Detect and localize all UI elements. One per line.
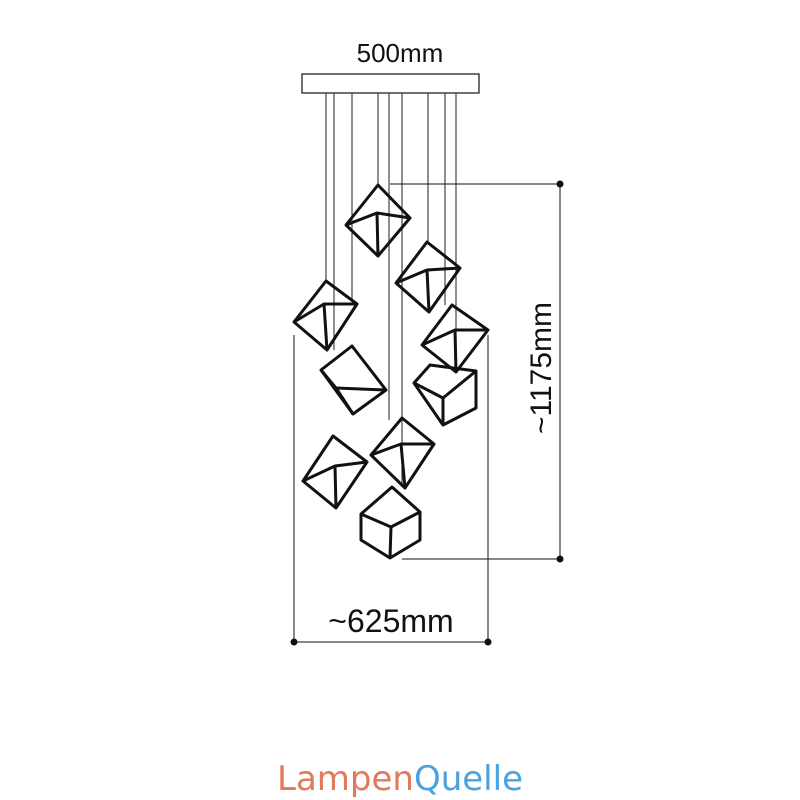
total-width-label: ~625mm <box>328 603 453 639</box>
suspension-wires <box>325 93 457 487</box>
cube-shade <box>394 240 462 314</box>
cube-shade <box>420 303 490 374</box>
height-dimension <box>390 180 564 563</box>
cube-shade <box>412 363 478 427</box>
cube-shade <box>344 183 412 258</box>
brand-logo: LampenQuelle <box>277 759 523 799</box>
canopy <box>301 73 480 94</box>
width-dimension <box>290 335 492 646</box>
total-height-label: ~1175mm <box>525 302 558 434</box>
brand-logo-part2: Quelle <box>414 759 523 799</box>
cube-shade <box>292 279 359 352</box>
cube-shade <box>359 485 422 560</box>
cube-shade <box>301 434 369 510</box>
brand-logo-part1: Lampen <box>277 759 414 799</box>
canopy-width-label: 500mm <box>357 38 444 68</box>
cube-shade <box>369 416 436 490</box>
cube-shades <box>292 183 490 560</box>
cube-shade <box>319 344 388 416</box>
